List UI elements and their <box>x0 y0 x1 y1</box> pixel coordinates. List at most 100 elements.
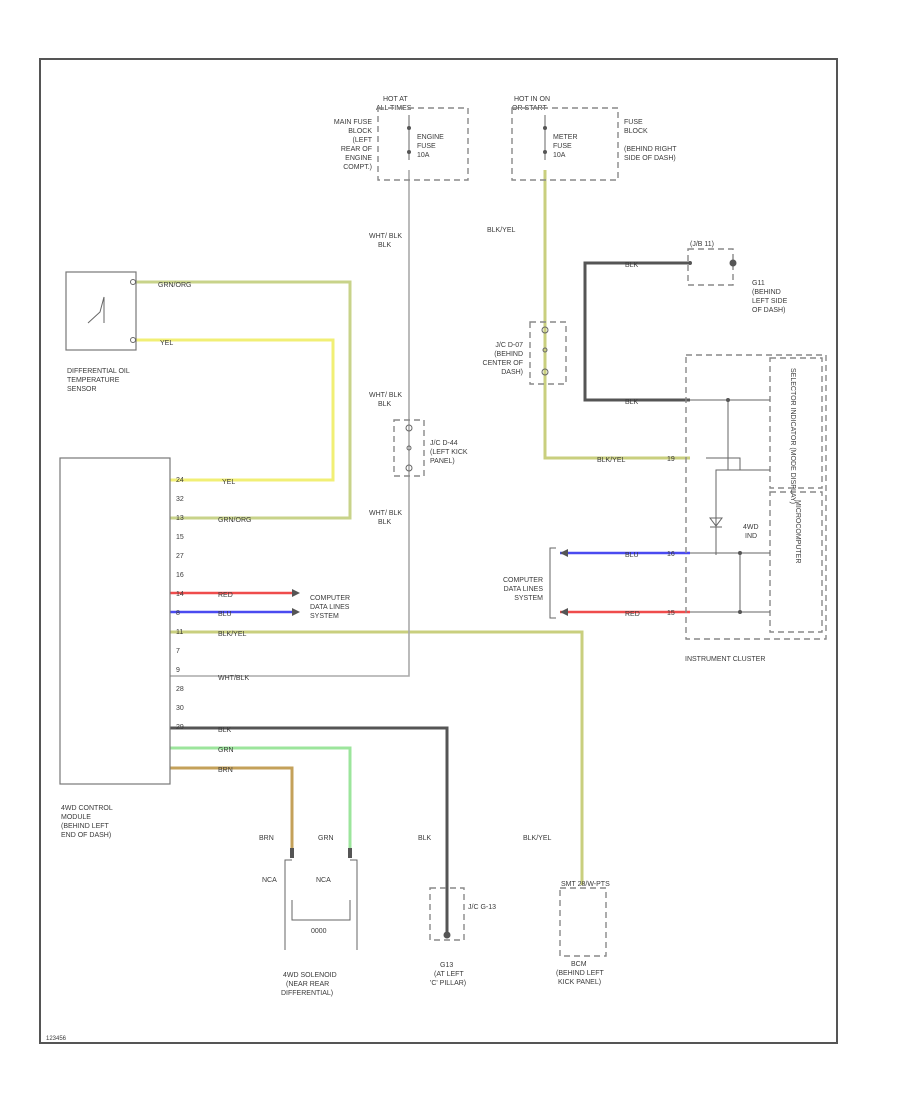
cluster-switch-symbol <box>706 457 741 555</box>
microcomputer-box <box>769 491 823 633</box>
label-blk-mod: BLK <box>218 727 232 734</box>
label-red-cluster: RED <box>625 611 640 618</box>
cluster-pin-red: 15 <box>667 610 675 617</box>
microcomputer-label: MICROCOMPUTER <box>794 500 801 563</box>
label-blk-down: BLK <box>418 835 432 842</box>
wire-blk-cluster <box>583 261 690 402</box>
jc-d44-box <box>393 419 425 477</box>
jc-d07-terminal-2 <box>542 347 548 353</box>
g11-label-4: OF DASH) <box>752 307 785 314</box>
junction-dot-4 <box>738 610 742 614</box>
bcm-connector-label: SMT 28/W-PTS <box>561 881 610 888</box>
label-yel-1: YEL <box>160 340 173 347</box>
label-red-mod: RED <box>218 592 233 599</box>
footer-code: 123456 <box>46 1036 67 1042</box>
solenoid-label-1: 4WD SOLENOID <box>283 972 337 979</box>
fuse-block-label-2: BLOCK <box>624 128 648 135</box>
main-fuse-label-5: ENGINE <box>345 155 372 162</box>
main-fuse-label-6: COMPT.) <box>343 164 372 171</box>
label-blk-yel-1: BLK/YEL <box>487 227 516 234</box>
solenoid-pin-right: NCA <box>316 877 331 884</box>
pin-24: 24 <box>176 477 184 484</box>
control-module: 24 32 13 15 27 16 14 8 11 7 9 28 30 29 4… <box>59 457 184 839</box>
solenoid: 0000 NCA NCA 4WD SOLENOID (NEAR REAR DIF… <box>262 848 358 997</box>
main-fuse-header-1: HOT AT <box>383 96 408 103</box>
label-grn-mod: GRN <box>218 747 234 754</box>
wire-brn-module <box>170 766 294 848</box>
g13-connector-label: J/C G-13 <box>468 904 496 911</box>
selector-indicator-label: SELECTOR INDICATOR (MODE DISPLAY) <box>789 368 796 504</box>
indicator-label-2: IND <box>745 533 757 540</box>
main-fuse-label-2: BLOCK <box>348 128 372 135</box>
diff-oil-label-2: TEMPERATURE <box>67 377 120 384</box>
cdl-left-label-2: DATA LINES <box>310 604 350 611</box>
bcm-box <box>559 887 607 957</box>
label-yel-2: YEL <box>222 479 235 486</box>
control-module-box <box>59 457 171 785</box>
cdl-right-bracket <box>549 547 556 619</box>
diagram-frame <box>39 58 838 1044</box>
red-arrow-right <box>560 608 568 616</box>
junction-dot-1 <box>688 261 692 265</box>
module-label-1: 4WD CONTROL <box>61 805 113 812</box>
g13-label-3: 'C' PILLAR) <box>430 980 466 987</box>
main-fuse-label-1: MAIN FUSE <box>334 119 372 126</box>
instrument-cluster: 4WD IND SELECTOR INDICATOR (MODE DISPLAY… <box>667 354 827 663</box>
jc-d07-label-1: J/C D-07 <box>495 342 523 349</box>
wires <box>136 170 690 935</box>
label-brn-down: BRN <box>259 835 274 842</box>
jc-d07-label-3: CENTER OF <box>483 360 523 367</box>
jc-d44-terminal-2 <box>406 445 412 451</box>
bcm-label-1: BCM <box>571 961 587 968</box>
engine-fuse-terminal-bottom <box>407 150 411 154</box>
diff-oil-label-3: SENSOR <box>67 386 97 393</box>
fuse-block-label-1: FUSE <box>624 119 643 126</box>
pin-32: 32 <box>176 496 184 503</box>
label-wht-blk-2: WHT/ BLK <box>369 392 402 399</box>
main-fuse-label-4: REAR OF <box>341 146 372 153</box>
cdl-left-label-3: SYSTEM <box>310 613 339 620</box>
g13-terminal <box>443 931 451 939</box>
wire-blk-module <box>170 726 449 935</box>
g11-box <box>687 248 734 286</box>
bcm: SMT 28/W-PTS BCM (BEHIND LEFT KICK PANEL… <box>556 881 610 986</box>
g11-terminal <box>729 259 737 267</box>
pin-27: 27 <box>176 553 184 560</box>
label-wht-blk-3b: BLK <box>378 519 392 526</box>
bcm-label-3: KICK PANEL) <box>558 979 601 986</box>
cdl-right-label-1: COMPUTER <box>503 577 543 584</box>
solenoid-body-label: 0000 <box>311 928 327 935</box>
g11-label-3: LEFT SIDE <box>752 298 788 305</box>
pin-11: 11 <box>176 629 183 636</box>
module-label-2: MODULE <box>61 814 91 821</box>
bcm-label-2: (BEHIND LEFT <box>556 970 605 977</box>
label-wht-blk-1: WHT/ BLK <box>369 233 402 240</box>
wire-grn-module <box>170 746 352 848</box>
meter-fuse-label-2: FUSE <box>553 143 572 150</box>
indicator-label-1: 4WD <box>743 524 759 531</box>
jc-d44-label-2: (LEFT KICK <box>430 449 468 456</box>
ground-g11: (J/B 11) G11 (BEHIND LEFT SIDE OF DASH) <box>687 241 788 314</box>
jc-d07-terminal-3 <box>541 368 549 376</box>
diff-oil-sensor-box <box>65 271 137 351</box>
g11-label-1: G11 <box>752 280 765 287</box>
pin-30: 30 <box>176 705 184 712</box>
fuse-block-label-3: (BEHIND RIGHT <box>624 146 677 153</box>
sensor-switch-symbol <box>87 296 105 324</box>
pin-29: 29 <box>176 724 184 731</box>
wire-blk-yel-module <box>170 630 584 885</box>
pin-8: 8 <box>176 610 180 617</box>
jc-d07-label-4: DASH) <box>501 369 523 376</box>
junction-d44: J/C D-44 (LEFT KICK PANEL) <box>393 419 468 477</box>
g13-box <box>429 887 465 941</box>
pin-9: 9 <box>176 667 180 674</box>
module-label-3: (BEHIND LEFT <box>61 823 110 830</box>
selector-indicator-box <box>769 357 823 489</box>
fuse-block: HOT IN ON OR START METER FUSE 10A FUSE B… <box>511 96 677 181</box>
main-fuse-block: HOT AT ALL TIMES ENGINE FUSE 10A MAIN FU… <box>334 96 469 181</box>
label-wht-mod: WHT/BLK <box>218 675 249 682</box>
meter-fuse-label-3: 10A <box>553 152 566 159</box>
solenoid-label-3: DIFFERENTIAL) <box>281 990 333 997</box>
jc-d44-terminal-1 <box>405 424 413 432</box>
wire-wht-blk-main <box>170 170 410 677</box>
